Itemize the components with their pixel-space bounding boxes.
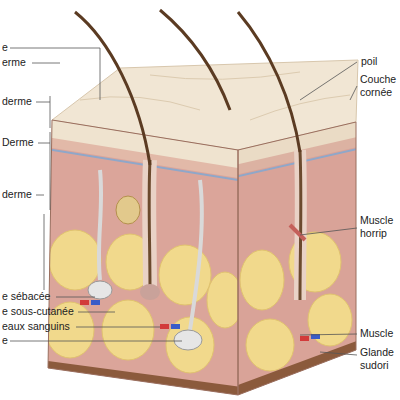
part-label: eaux sanguins bbox=[2, 320, 82, 333]
part-label: e sébacée bbox=[2, 290, 62, 303]
part-label: poil bbox=[361, 55, 399, 68]
part-label: Derme bbox=[2, 136, 42, 149]
part-label: derme bbox=[2, 188, 42, 201]
part-label: e sous-cutanée bbox=[2, 305, 82, 318]
part-label: Muscle bbox=[360, 327, 398, 340]
part-label: Couche cornée bbox=[360, 73, 398, 99]
part-label: e bbox=[2, 334, 22, 347]
part-label: Muscle horrip bbox=[360, 214, 398, 240]
part-label: derme bbox=[2, 95, 42, 108]
part-label: Glande sudori bbox=[360, 346, 398, 372]
part-label: erme bbox=[2, 56, 42, 69]
part-label: e bbox=[2, 41, 22, 54]
